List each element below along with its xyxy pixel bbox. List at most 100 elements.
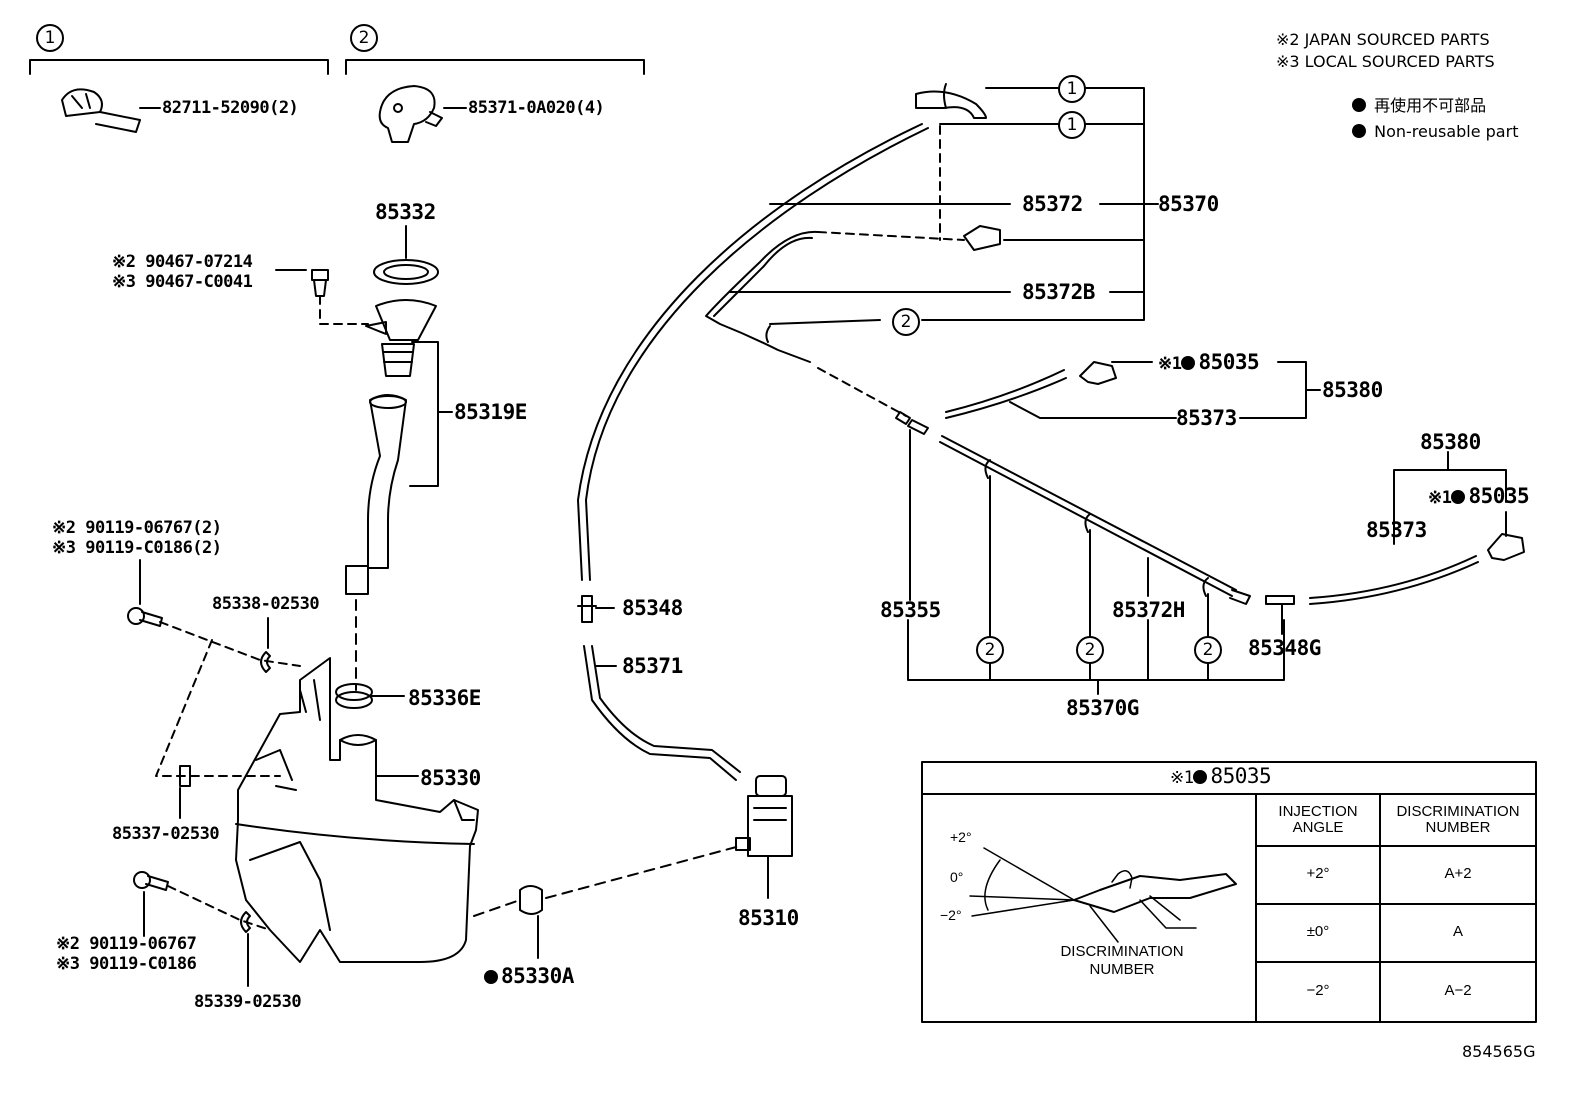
clip-85339-icon (240, 911, 251, 933)
legend-nonreusable-en-text: Non-reusable part (1374, 122, 1519, 141)
group-1-callout: 1 (36, 24, 64, 52)
callout-1-a: 1 (1058, 75, 1086, 103)
row-angle: +2° (1306, 865, 1330, 882)
label-85035-upper-note: ※1 (1158, 354, 1182, 374)
clip-85338-icon (260, 651, 271, 673)
nonreusable-dot-icon (1451, 490, 1466, 504)
label-85336e: 85336E (408, 686, 481, 710)
label-85372b: 85372B (1022, 280, 1095, 304)
label-85380-right: 85380 (1420, 430, 1481, 454)
grommet-85336e-icon (335, 683, 373, 709)
row-angle: ±0° (1306, 923, 1330, 940)
gasket-85332-icon (373, 259, 439, 285)
row-number: A+2 (1444, 865, 1472, 882)
washer-tank-85330-icon (235, 657, 479, 963)
group-1-bracket (29, 59, 329, 75)
label-90119-06767: ※2 90119-06767 (56, 934, 197, 954)
label-90119-c0186-2: ※3 90119-C0186(2) (52, 538, 222, 558)
label-90467-07214: ※2 90467-07214 (112, 252, 253, 272)
label-85355: 85355 (880, 598, 941, 622)
hose-85372 (577, 123, 923, 581)
figure-id: 854565G (1462, 1042, 1536, 1061)
label-85348: 85348 (622, 596, 683, 620)
label-85371: 85371 (622, 654, 683, 678)
row-number: A−2 (1444, 982, 1472, 999)
label-85372h: 85372H (1112, 598, 1185, 622)
disc-number-label-line2: NUMBER (1089, 961, 1155, 978)
angle-label-minus2: −2° (940, 907, 962, 923)
nonreusable-dot-icon (1181, 356, 1196, 370)
joint-85348-icon (577, 595, 597, 623)
callout-2-a: 2 (892, 308, 920, 336)
label-85319e: 85319E (454, 400, 527, 424)
label-85035-right-num: 85035 (1468, 484, 1530, 508)
label-85373-upper: 85373 (1176, 406, 1237, 430)
nozzle-85035-upper-icon (1079, 361, 1117, 385)
nozzle-angle-detail-icon (969, 847, 1237, 943)
label-85330: 85330 (420, 766, 481, 790)
label-85370g: 85370G (1066, 696, 1139, 720)
callout-1-b: 1 (1058, 111, 1086, 139)
filler-pipe-icon (345, 394, 407, 595)
legend-nonreusable-jp: 再使用不可部品 (1352, 98, 1486, 114)
filler-cap-neck-icon (365, 299, 437, 377)
hose-85372b (705, 230, 819, 363)
label-85372: 85372 (1022, 192, 1083, 216)
bolt-90119-lower-icon (133, 871, 169, 891)
disc-number-label-line1: DISCRIMINATION (1060, 943, 1184, 960)
col-header-discrimination-number: DISCRIMINATION NUMBER (1396, 803, 1520, 836)
detail-box-title-note: ※1 (1170, 768, 1194, 788)
label-85332: 85332 (375, 200, 436, 224)
washer-pump-85310-icon (735, 775, 793, 857)
angle-label-plus2: +2° (950, 829, 972, 845)
callout-2-b: 2 (976, 636, 1004, 664)
nozzle-85035-right-icon (1487, 533, 1525, 561)
nonreusable-dot-icon (1352, 124, 1366, 138)
label-90119-06767-2: ※2 90119-06767(2) (52, 518, 222, 538)
tee-85355-icon (895, 411, 929, 435)
joint-85348g-icon (1265, 595, 1295, 605)
label-85380-upper: 85380 (1322, 378, 1383, 402)
clamp-85371-0a020-icon (378, 85, 443, 143)
angle-label-zero: 0° (950, 869, 964, 885)
legend-local-sourced: ※3 LOCAL SOURCED PARTS (1276, 52, 1495, 71)
label-85035-upper-num: 85035 (1198, 350, 1260, 374)
legend-japan-sourced: ※2 JAPAN SOURCED PARTS (1276, 30, 1490, 49)
callout-2-d: 2 (1194, 636, 1222, 664)
label-85371-0a020: 85371-0A020(4) (468, 98, 605, 118)
label-82711-52090: 82711-52090(2) (162, 98, 299, 118)
bolt-90119-upper-icon (127, 607, 163, 627)
label-85338-02530: 85338-02530 (212, 594, 320, 614)
group-2-bracket (345, 59, 645, 75)
nonreusable-dot-icon (1193, 770, 1208, 784)
detail-box-frame (921, 761, 1537, 1023)
label-85035-right-note: ※1 (1428, 488, 1452, 508)
label-85035-upper: ※1 85035 (1158, 350, 1260, 374)
hose-end-top-icon (915, 83, 1059, 125)
row-angle: −2° (1306, 982, 1330, 999)
label-85370: 85370 (1158, 192, 1219, 216)
detail-box-title-num: 85035 (1210, 764, 1272, 788)
nonreusable-dot-icon (1352, 98, 1366, 112)
clip-90467-icon (311, 269, 329, 297)
clip-82711-icon (61, 88, 141, 133)
legend-nonreusable-en: Non-reusable part (1352, 124, 1518, 140)
label-85339-02530: 85339-02530 (194, 992, 302, 1012)
nonreusable-dot-icon (484, 970, 498, 984)
row-number: A (1452, 923, 1463, 940)
nozzle-top-icon (963, 225, 1001, 251)
clip-85337-icon (179, 765, 191, 787)
hose-85371 (583, 645, 737, 781)
label-85337-02530: 85337-02530 (112, 824, 220, 844)
label-90467-c0041: ※3 90467-C0041 (112, 272, 253, 292)
label-85330a: 85330A (484, 966, 574, 987)
callout-2-c: 2 (1076, 636, 1104, 664)
label-85310: 85310 (738, 906, 799, 930)
bracket-85319e (409, 341, 439, 487)
group-2-callout: 2 (350, 24, 378, 52)
grommet-85330a-icon (519, 885, 543, 915)
detail-box-title: ※1 85035 (1170, 764, 1272, 788)
col-header-injection-angle: INJECTION ANGLE (1278, 803, 1358, 836)
